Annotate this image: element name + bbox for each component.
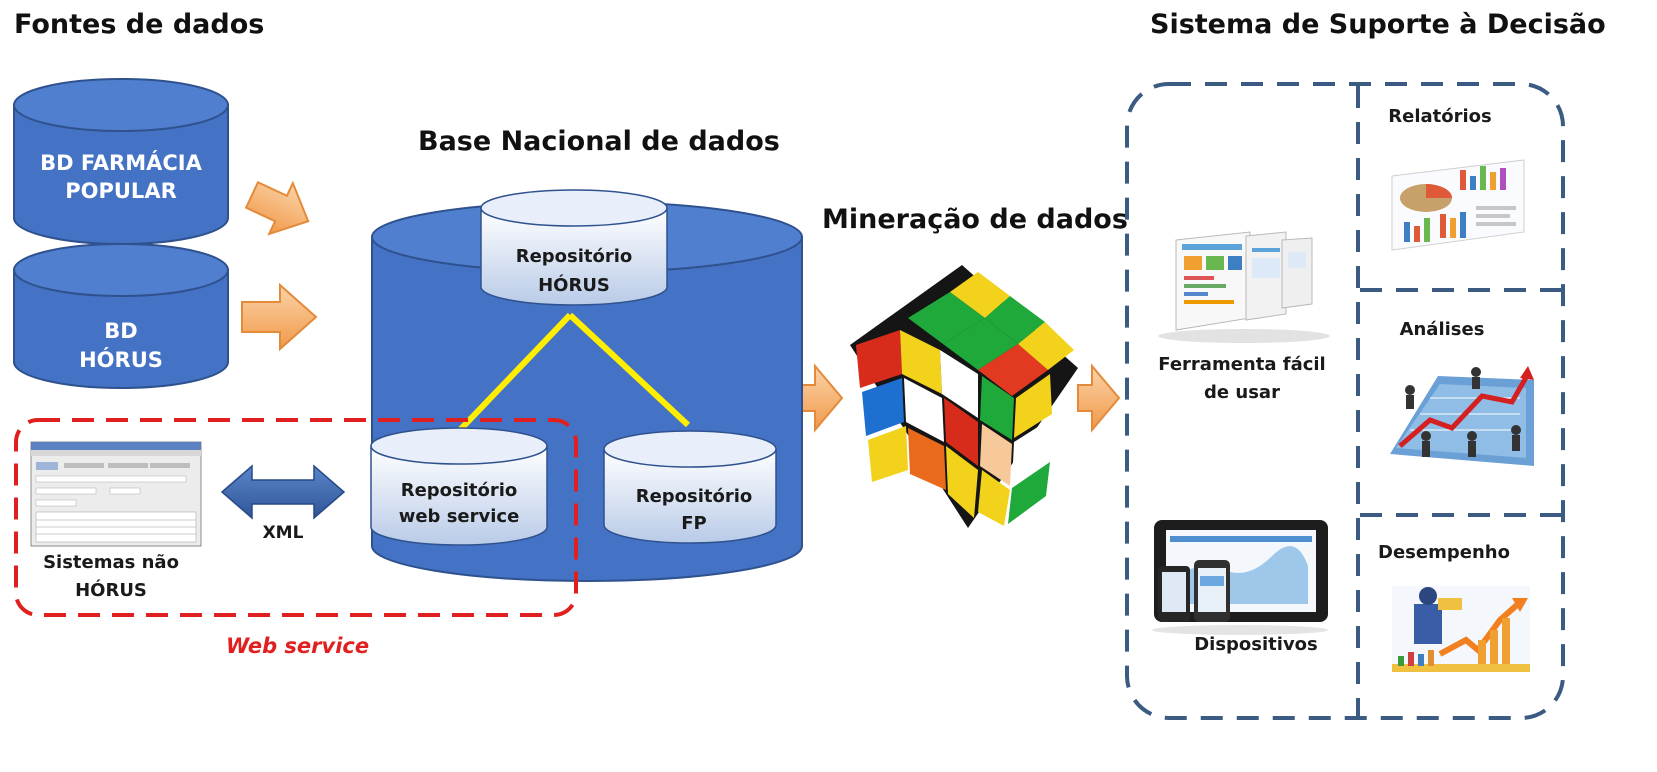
cylinder-bd-farmacia-popular: BD FARMÁCIA POPULAR (13, 78, 229, 245)
title-mining: Mineração de dados (822, 204, 1128, 235)
dashboard-screens-image (1158, 231, 1330, 343)
arrow-base-to-mining (799, 363, 844, 433)
repo-fp: Repositório FP (603, 430, 777, 544)
tool-label-2: de usar (1204, 382, 1280, 403)
repo-ws-label-2: web service (399, 506, 520, 527)
cylinder-bd-horus: BD HÓRUS (13, 243, 229, 389)
tool-label-1: Ferramenta fácil (1158, 354, 1325, 375)
arrow-mining-to-dss (1077, 363, 1121, 433)
web-service-label: Web service (226, 634, 369, 658)
performance-image (1392, 586, 1530, 672)
title-base: Base Nacional de dados (418, 126, 780, 157)
repo-horus-label-2: HÓRUS (538, 274, 610, 296)
reports-image (1391, 159, 1525, 251)
repo-fp-label-1: Repositório (636, 486, 753, 507)
non-horus-system-thumbnail (30, 441, 202, 547)
yellow-connectors (455, 312, 691, 435)
repo-horus-label-1: Repositório (516, 246, 633, 267)
repo-ws-label-1: Repositório (401, 480, 518, 501)
analyses-image (1390, 366, 1534, 466)
performance-label: Desempenho (1378, 542, 1510, 563)
devices-label: Dispositivos (1194, 634, 1318, 655)
sistemas-label-2: HÓRUS (75, 579, 147, 601)
dss-dashed-region (1125, 82, 1565, 720)
repo-horus: Repositório HÓRUS (480, 189, 668, 306)
horus-label-1: BD (104, 319, 137, 343)
web-service-dashed-region (14, 418, 578, 617)
devices-image (1152, 520, 1328, 635)
title-sources: Fontes de dados (14, 9, 264, 40)
farmacia-label-2: POPULAR (65, 179, 177, 203)
arrow-horus-to-base (241, 282, 318, 352)
horus-label-2: HÓRUS (79, 347, 163, 372)
farmacia-label-1: BD FARMÁCIA (40, 150, 202, 175)
rubiks-cube-image (850, 265, 1078, 528)
reports-label: Relatórios (1388, 106, 1491, 127)
arrow-farmacia-to-base (244, 180, 310, 236)
analyses-label: Análises (1400, 319, 1485, 340)
sistemas-label-1: Sistemas não (43, 552, 179, 573)
title-dss: Sistema de Suporte à Decisão (1150, 9, 1606, 40)
repo-fp-label-2: FP (681, 513, 707, 534)
xml-double-arrow (220, 464, 346, 520)
repo-web-service: Repositório web service (370, 427, 548, 546)
xml-label: XML (263, 523, 304, 543)
